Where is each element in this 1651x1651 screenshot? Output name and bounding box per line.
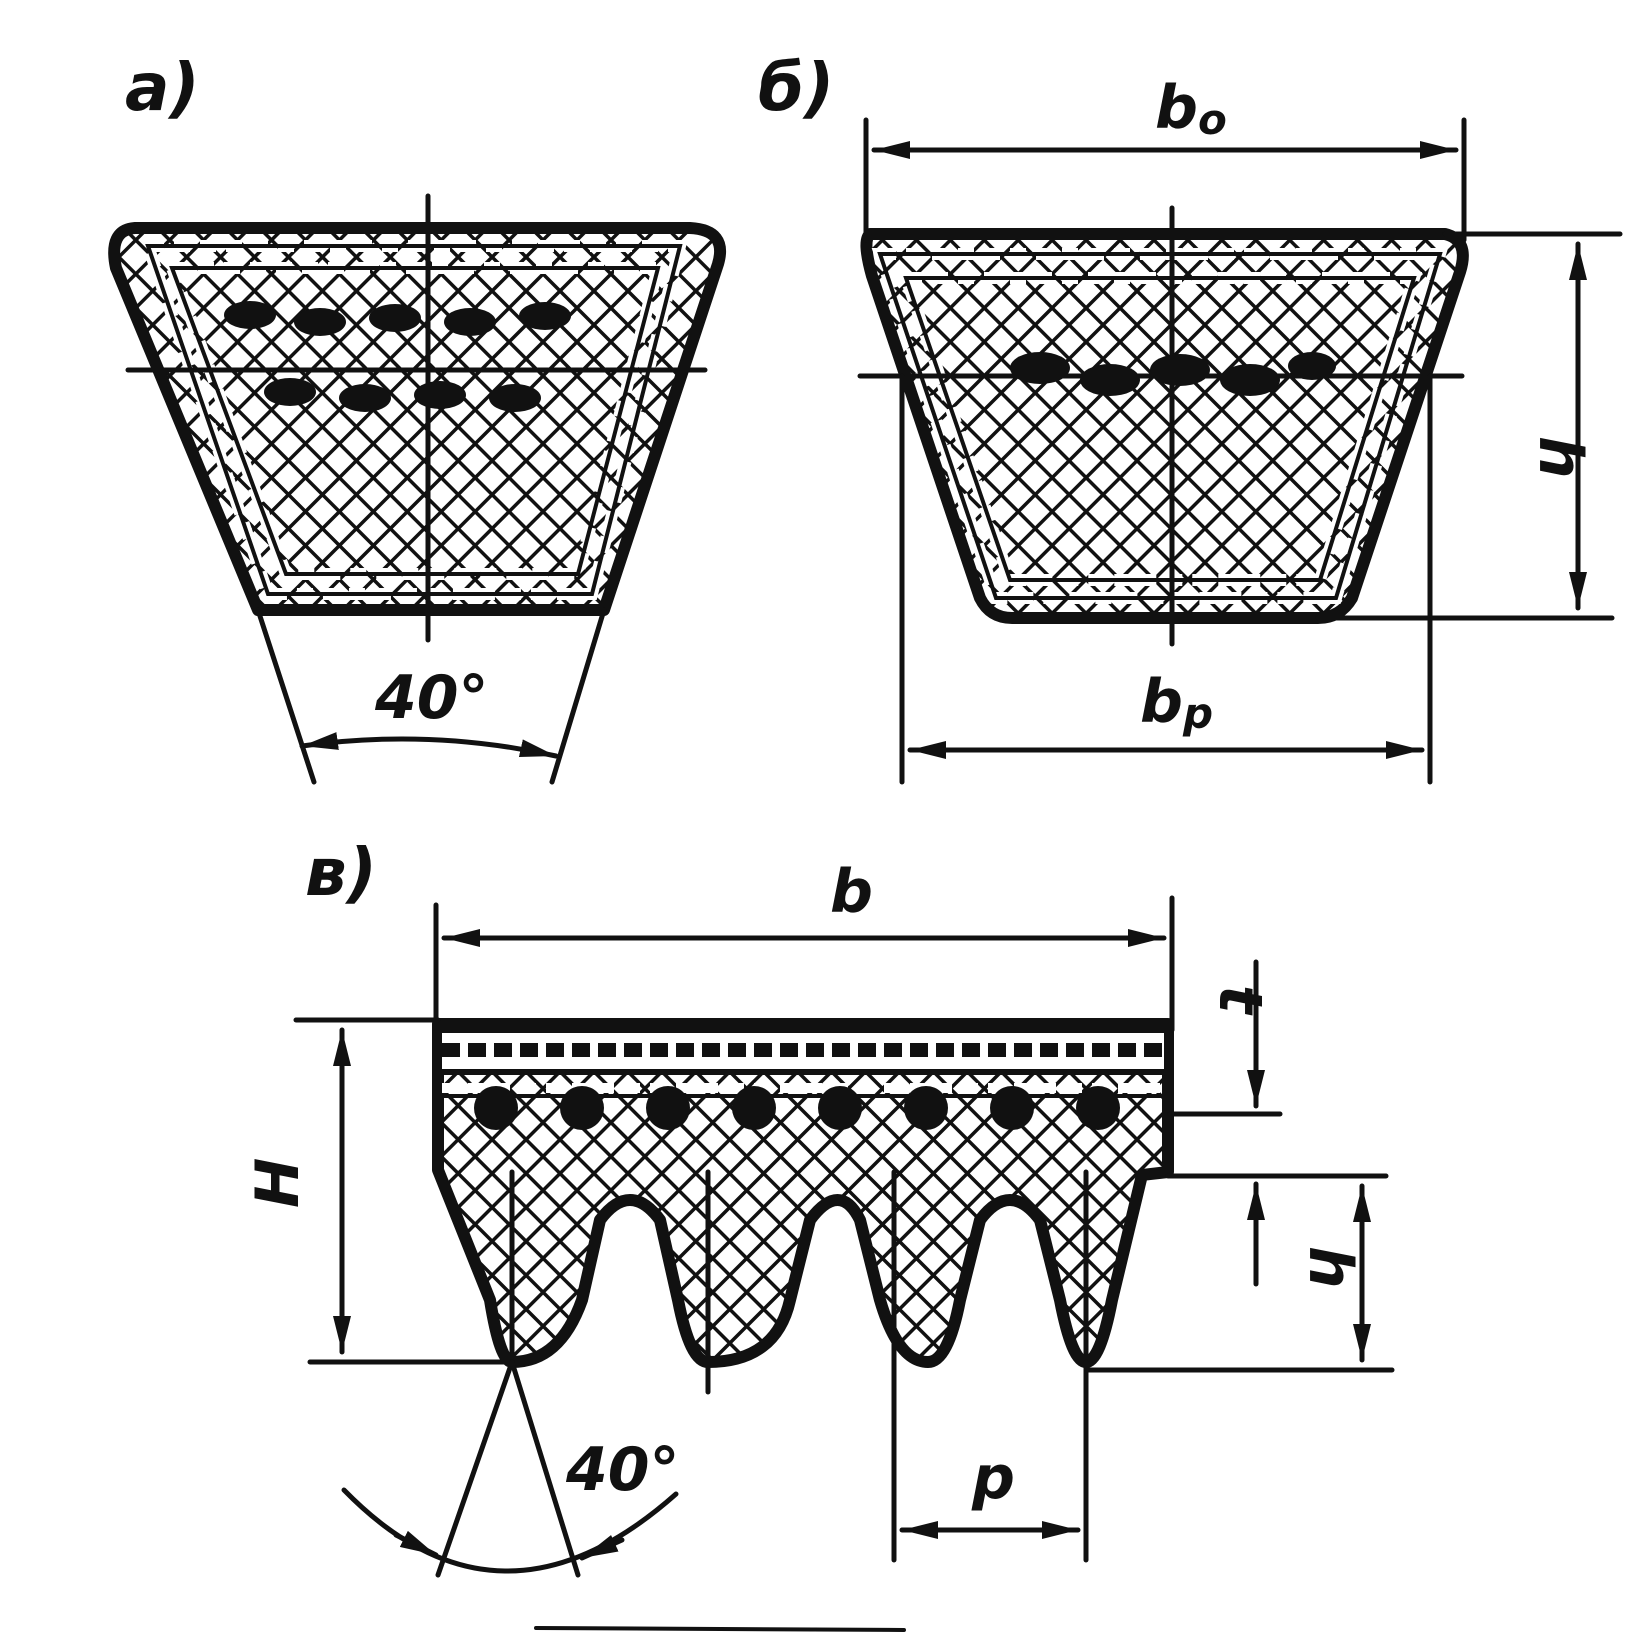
panel-c-rib-height-dimension <box>1083 1183 1395 1373</box>
panel-b-belt-section <box>860 228 1469 624</box>
panel-c-width-dimension <box>433 895 1175 1033</box>
panel-a-angle-dimension <box>255 607 607 785</box>
panel-a-label: а) <box>125 49 200 126</box>
panel-b-top-width-dimension <box>863 117 1467 243</box>
panel-c-pitch-dimension <box>891 1359 1089 1563</box>
panel-c-width-label: b <box>830 857 873 927</box>
panel-c-label: в) <box>305 834 377 911</box>
panel-a-centerlines <box>125 193 708 643</box>
panel-b-height-dimension <box>1315 231 1623 621</box>
panel-b-height-label: h <box>1525 436 1595 479</box>
panel-a-belt-section <box>108 222 727 616</box>
panel-c-total-height-dimension <box>293 1017 515 1365</box>
bottom-rule <box>534 1626 906 1632</box>
panel-c: в) b <box>243 834 1395 1578</box>
panel-b-pitch-width-dimension <box>899 373 1433 785</box>
panel-c-pitch-label: p <box>971 1443 1015 1513</box>
panel-c-ribbed-belt-section <box>432 1018 1174 1368</box>
panel-c-total-height-label: H <box>243 1158 313 1208</box>
panel-b-centerlines <box>857 205 1465 647</box>
panel-c-cord-layer <box>474 1086 1120 1130</box>
panel-c-rib-height-label: h <box>1295 1246 1365 1289</box>
panel-b: б) bo h <box>758 49 1623 785</box>
panel-b-pitch-width-label: bp <box>1140 667 1213 738</box>
panel-a-angle-label: 40° <box>374 663 489 733</box>
panel-c-angle-label: 40° <box>565 1435 680 1505</box>
panel-c-angle-dimension <box>341 1359 679 1578</box>
panel-c-t-label: t <box>1205 985 1275 1016</box>
panel-b-top-width-label: bo <box>1155 73 1227 144</box>
panel-c-t-dimension <box>1165 959 1389 1287</box>
panel-a: а) 40° <box>108 49 727 785</box>
panel-b-label: б) <box>758 49 834 126</box>
panel-c-rib-axes <box>509 1169 1089 1395</box>
